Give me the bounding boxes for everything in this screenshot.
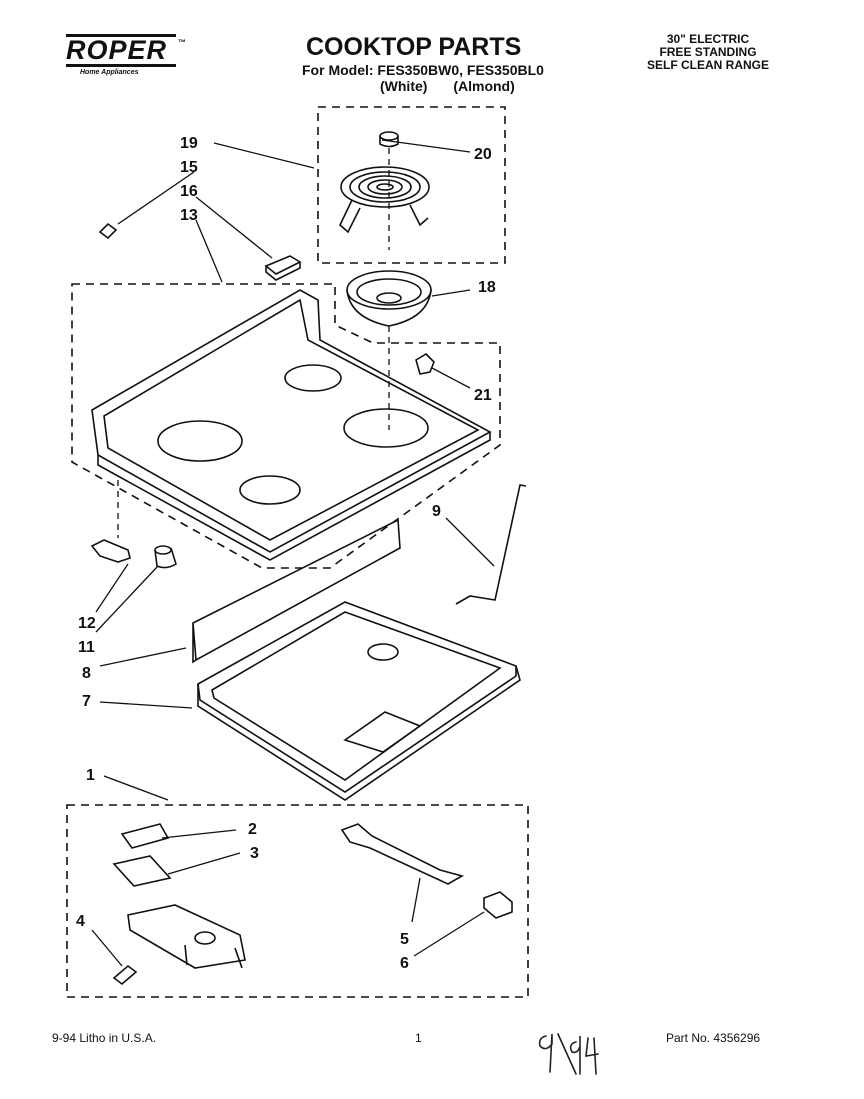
model-colors: (White) (Almond) xyxy=(380,78,537,94)
model-numbers: For Model: FES350BW0, FES350BL0 xyxy=(302,62,544,78)
callout-4: 4 xyxy=(76,913,85,930)
callout-1: 1 xyxy=(86,767,95,784)
mounting-bracket xyxy=(340,823,465,885)
callout-9: 9 xyxy=(432,503,441,520)
center-cap xyxy=(379,131,399,148)
callout-18: 18 xyxy=(478,279,496,296)
brand-name: ROPER xyxy=(66,34,176,67)
support-rod xyxy=(455,484,527,605)
page-number: 1 xyxy=(415,1031,422,1045)
brand-tagline: Home Appliances xyxy=(80,69,139,76)
wire-connector xyxy=(483,891,513,919)
callout-13: 13 xyxy=(180,207,198,224)
door-lock-assembly xyxy=(127,904,246,969)
callout-8: 8 xyxy=(82,665,91,682)
product-line-1: 30" ELECTRIC xyxy=(666,32,750,46)
part-number: Part No. 4356296 xyxy=(666,1031,761,1045)
callout-11: 11 xyxy=(78,639,95,656)
main-top-pan xyxy=(197,601,521,801)
element-group-box xyxy=(317,106,506,264)
cooktop-main-top xyxy=(91,289,492,561)
drip-bowl xyxy=(346,270,432,327)
trademark-mark: ™ xyxy=(178,38,186,47)
limit-switch xyxy=(120,823,170,849)
color-almond-label: (Almond) xyxy=(453,78,515,94)
product-description: 30" ELECTRIC FREE STANDING SELF CLEAN RA… xyxy=(628,33,788,72)
product-line-2: FREE STANDING xyxy=(659,45,757,59)
cooktop-group-box xyxy=(71,283,501,569)
callout-5: 5 xyxy=(400,931,409,948)
callout-6: 6 xyxy=(400,955,409,972)
callout-15: 15 xyxy=(180,159,198,176)
hinge-clip xyxy=(90,539,131,563)
element-receptacle xyxy=(264,255,302,281)
handwritten-date-note xyxy=(538,1033,599,1075)
callout-21: 21 xyxy=(474,387,492,404)
callout-3: 3 xyxy=(250,845,259,862)
element-clip xyxy=(98,222,118,240)
callout-19: 19 xyxy=(180,135,198,152)
switch-insulator xyxy=(112,855,172,887)
rubber-bumper xyxy=(154,545,177,569)
surface-element-coil xyxy=(339,166,430,234)
receptacle-bracket xyxy=(415,352,435,375)
product-line-3: SELF CLEAN RANGE xyxy=(646,58,769,72)
roper-logo: ROPER ™ Home Appliances xyxy=(66,34,186,76)
callout-7: 7 xyxy=(82,693,91,710)
callout-16: 16 xyxy=(180,183,198,200)
page-title: COOKTOP PARTS xyxy=(306,33,522,61)
callout-2: 2 xyxy=(248,821,257,838)
leader-lines xyxy=(91,139,495,967)
color-white-label: (White) xyxy=(380,78,428,94)
callout-20: 20 xyxy=(474,146,492,163)
print-date: 9-94 Litho in U.S.A. xyxy=(52,1031,157,1045)
spring-clip xyxy=(112,964,138,986)
callout-12: 12 xyxy=(78,615,96,632)
rear-channel xyxy=(192,518,401,664)
hardware-group-box xyxy=(66,804,529,998)
